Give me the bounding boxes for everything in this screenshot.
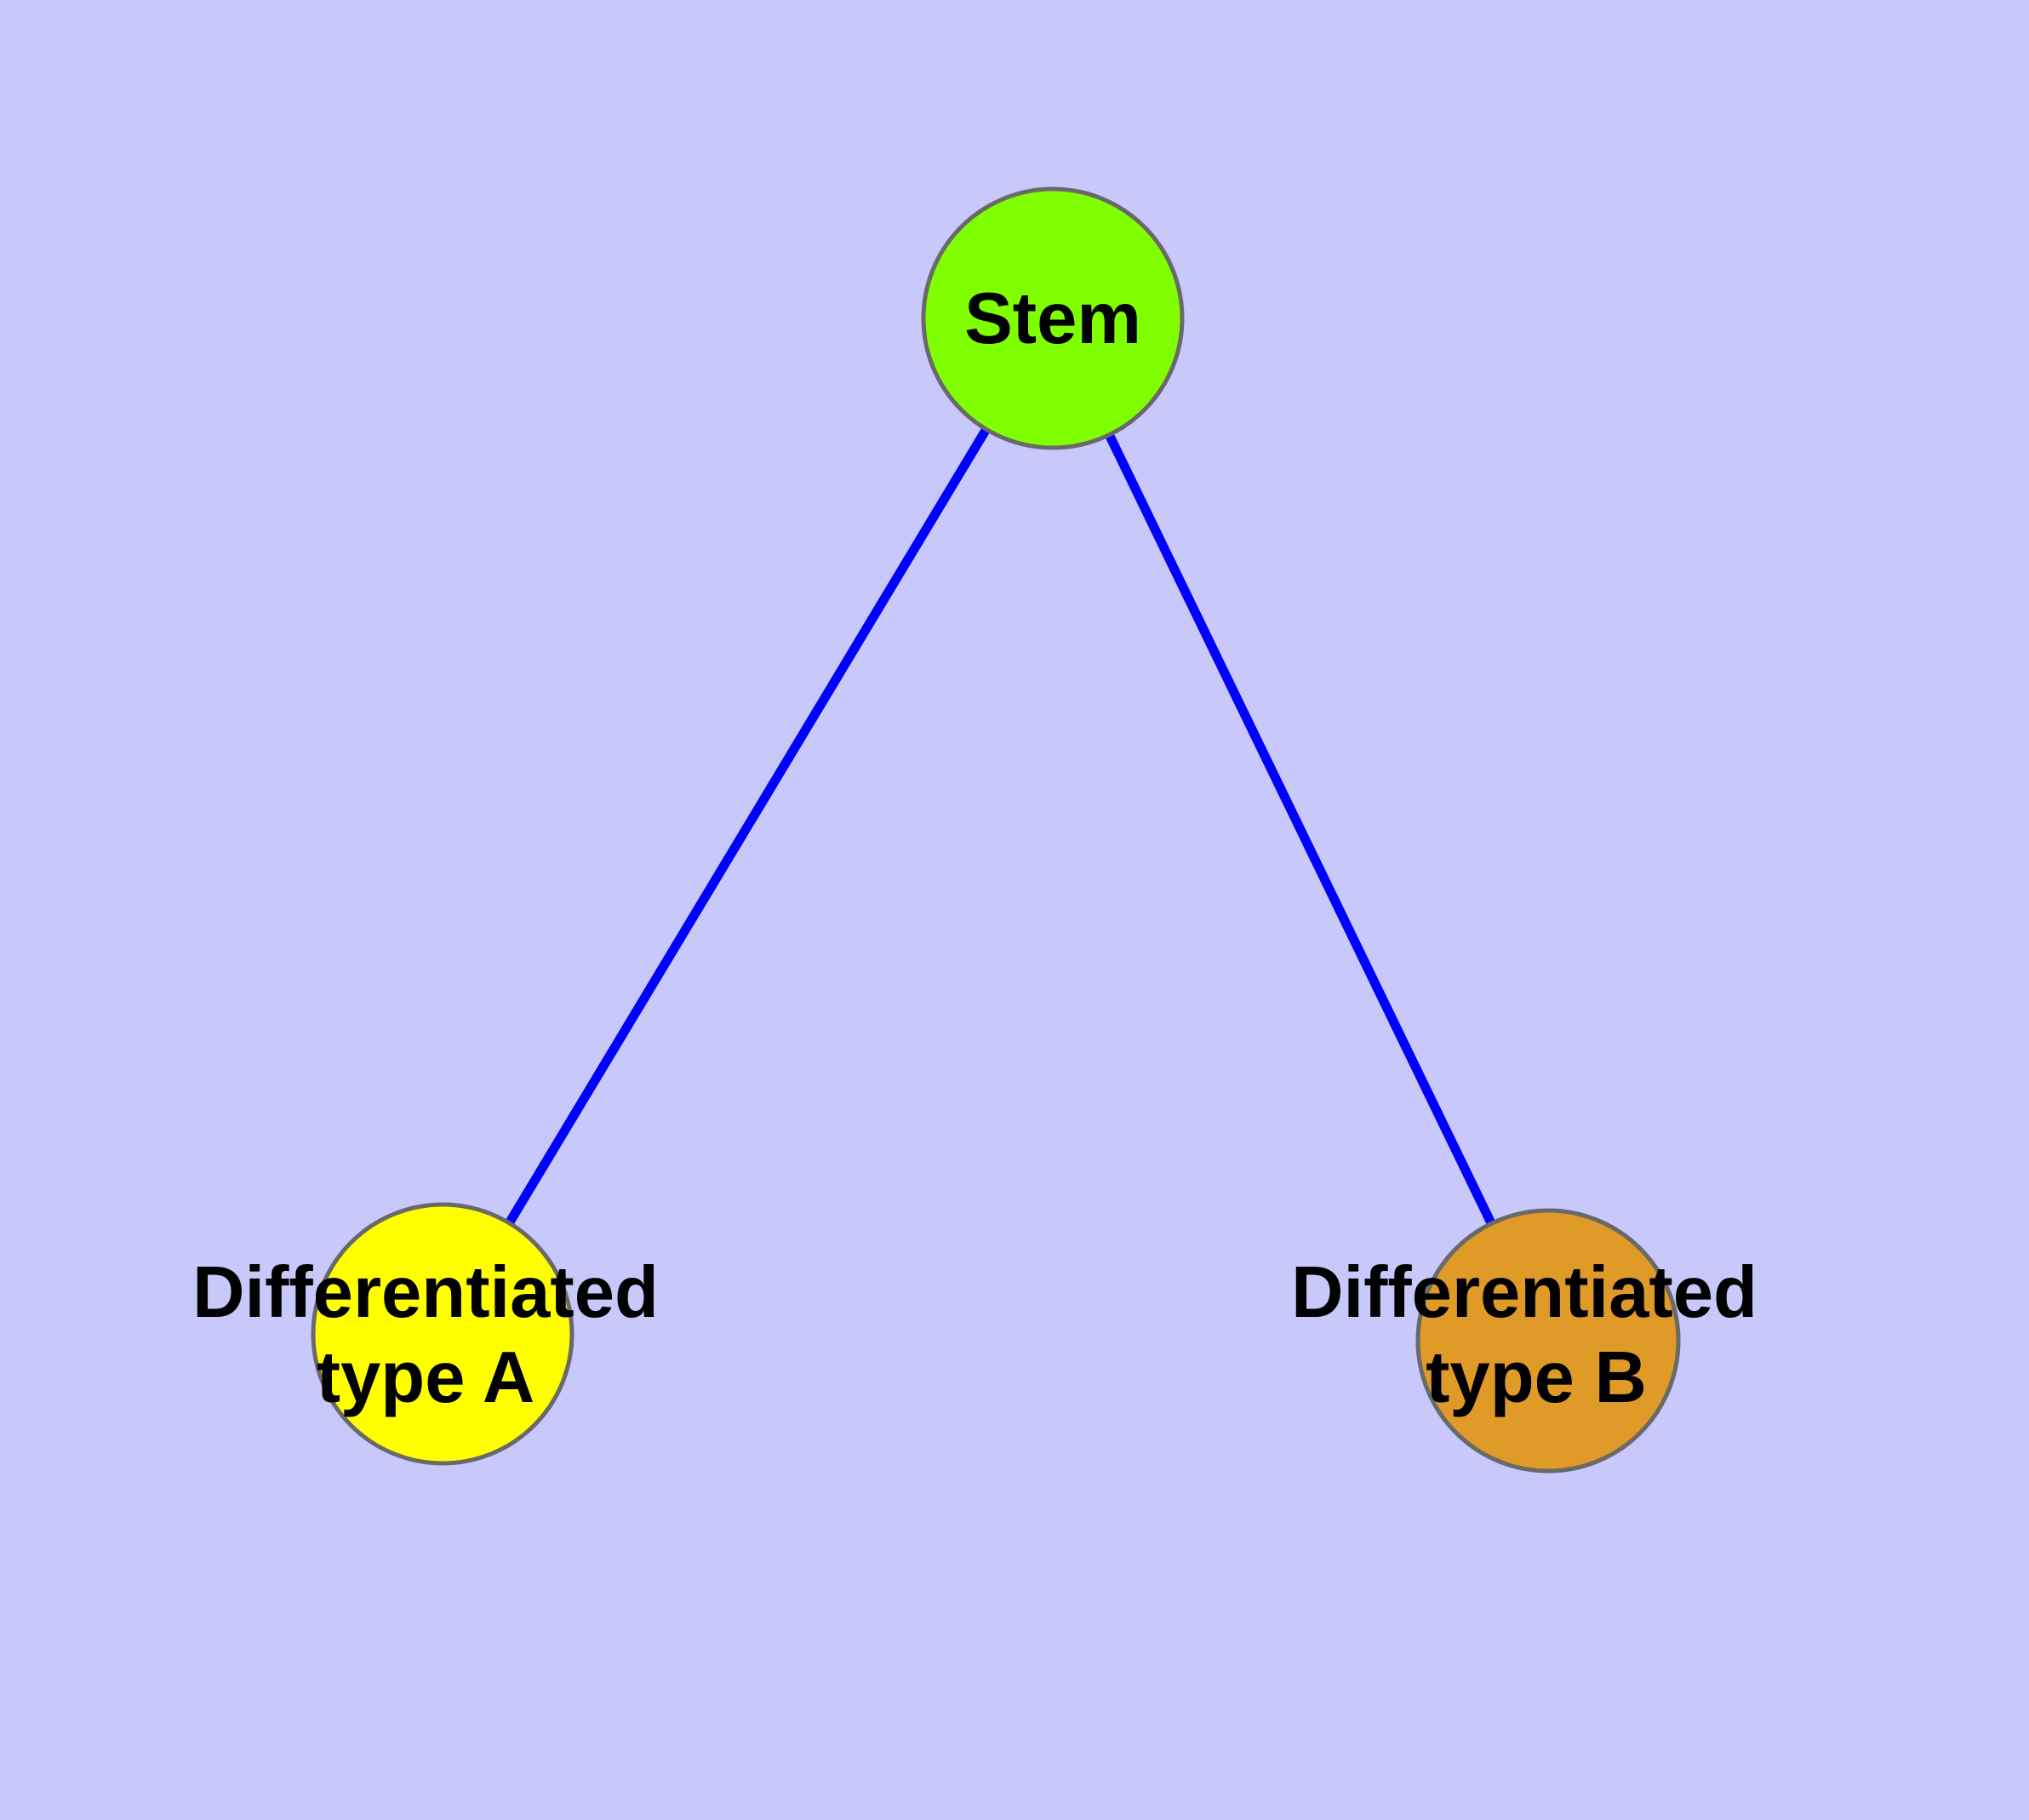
node-label-stem: Stem [964,278,1141,359]
edges-layer [438,316,1552,1343]
edge-stem-to-differentiated-type-a[interactable] [438,316,1057,1336]
node-label-differentiated-type-b-line1: Differentiated [1291,1252,1758,1333]
node-differentiated-type-b[interactable] [1415,1208,1681,1474]
node-stem[interactable] [921,186,1185,450]
node-differentiated-type-a[interactable] [311,1202,574,1466]
node-label-differentiated-type-a-line1: Differentiated [192,1252,659,1333]
edge-stem-to-differentiated-type-b[interactable] [1049,316,1552,1343]
node-label-differentiated-type-b-line2: type B [1426,1337,1647,1418]
labels-layer: Stem Differentiated type A Differentiate… [192,278,1758,1418]
nodes-layer [311,186,1681,1474]
node-label-differentiated-type-a-line2: type A [317,1337,535,1418]
